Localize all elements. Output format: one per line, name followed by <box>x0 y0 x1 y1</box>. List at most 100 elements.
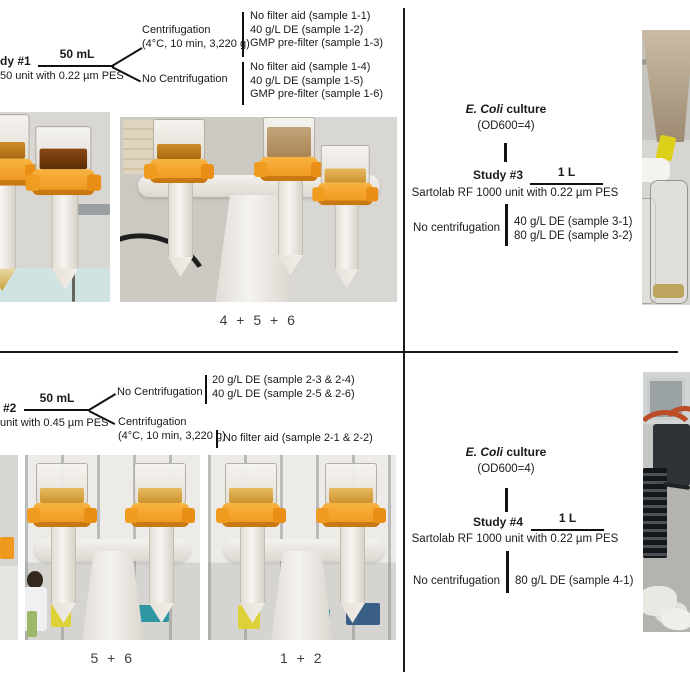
study1-branch-line-up <box>111 47 143 67</box>
study1-photo-left <box>0 112 110 302</box>
filter-unit <box>125 463 195 623</box>
sample-line: No filter aid (sample 2-1 & 2-2) <box>223 432 373 444</box>
study2-volume: 50 mL <box>39 391 75 405</box>
study3-samples: 40 g/L DE (sample 3-1) 80 g/L DE (sample… <box>514 216 632 243</box>
filter-cup <box>153 119 205 163</box>
conical-tube <box>51 527 76 603</box>
culture-liquid <box>0 142 26 159</box>
culture-liquid <box>324 168 366 183</box>
orange-clamp <box>125 503 195 527</box>
culture-liquid <box>267 127 311 157</box>
culture-rest: culture <box>503 445 547 459</box>
study1-photo-caption: 4 + 5 + 6 <box>219 312 298 328</box>
sample-line: 40 g/L DE (sample 3-1) <box>514 216 633 228</box>
filter-cup <box>320 145 370 187</box>
stand-pedestal <box>271 551 333 640</box>
study1-branch1-label: Centrifugation <box>142 24 211 36</box>
filter-unit <box>27 463 97 623</box>
study4-connector <box>505 488 508 512</box>
study1-branch1-samples: No filter aid (sample 1-1) 40 g/L DE (sa… <box>250 10 383 51</box>
study4-title: Study #4 <box>472 515 523 529</box>
orange-clamp-fragment <box>0 537 14 559</box>
study3-culture: E. Coli culture <box>401 102 611 117</box>
paper-towel <box>642 158 670 182</box>
study4-culture: E. Coli culture <box>401 445 611 460</box>
culture-liquid <box>157 144 201 159</box>
study3-condition: No centrifugation <box>413 222 500 234</box>
study1-volume: 50 mL <box>59 47 95 61</box>
conical-tube <box>51 195 79 269</box>
culture-name: E. Coli <box>465 445 503 459</box>
study3-volume-line <box>530 183 603 185</box>
sample-line: 80 g/L DE (sample 4-1) <box>515 575 634 587</box>
sample-line: GMP pre-filter (sample 1-3) <box>250 37 384 49</box>
filter-cup <box>263 117 315 161</box>
person-head <box>27 571 43 589</box>
study1-branch1-sublabel: (4°C, 10 min, 3,220 g) <box>142 38 250 50</box>
tube-tip <box>168 257 193 277</box>
study1-volume-line <box>38 65 114 67</box>
study2-branch1-label: No Centrifugation <box>117 386 203 398</box>
study2-branch2-sublabel: (4°C, 10 min, 3,220 g) <box>118 430 226 442</box>
study2-branch2-bar <box>216 430 218 448</box>
sample-line: 80 g/L DE (sample 3-2) <box>514 229 633 242</box>
study4-od: (OD600=4) <box>477 463 535 475</box>
study1-title: dy #1 <box>0 54 31 68</box>
study1-branch2-bar <box>242 62 244 105</box>
filter-unit <box>144 119 214 277</box>
filter-cup <box>325 463 377 507</box>
filter-unit <box>0 114 40 291</box>
conical-tube <box>278 181 303 255</box>
filter-unit <box>25 126 102 294</box>
study3-condition-bar <box>505 204 508 246</box>
culture-liquid <box>229 488 273 503</box>
study3-connector <box>504 143 507 162</box>
stand-pedestal <box>82 551 144 640</box>
study2-unit-label: unit with 0.45 µm PES <box>0 417 109 429</box>
filter-cup <box>36 463 88 507</box>
study2-volume-line <box>24 409 90 411</box>
study3-photo <box>642 30 690 305</box>
sample-line: 40 g/L DE (sample 1-5) <box>250 74 364 87</box>
sample-line: No filter aid (sample 1-4) <box>250 61 371 73</box>
study2-branch2-samples: No filter aid (sample 2-1 & 2-2) <box>223 432 373 446</box>
horizontal-divider <box>0 351 678 353</box>
orange-clamp <box>144 159 214 183</box>
conical-tube <box>340 527 365 603</box>
tube-tip <box>334 269 359 288</box>
orange-clamp <box>312 182 379 206</box>
study4-unit-label: Sartolab RF 1000 unit with 0.22 µm PES <box>411 533 619 545</box>
filter-unit <box>216 463 286 623</box>
filter-unit <box>254 117 324 275</box>
conical-tube <box>334 205 359 270</box>
sample-line: 40 g/L DE (sample 1-2) <box>250 23 364 36</box>
study4-volume: 1 L <box>558 511 577 525</box>
filter-unit <box>316 463 386 623</box>
study2-photo-5-6 <box>25 455 200 640</box>
study2-photo-sliver <box>0 455 18 640</box>
conical-tube <box>149 527 174 603</box>
filter-cup <box>0 114 30 164</box>
tube-tip <box>0 268 17 291</box>
filter-unit <box>312 145 379 292</box>
study2-title: #2 <box>3 401 17 415</box>
study2-photo-1-2 <box>208 455 396 640</box>
study2-branch1-samples: 20 g/L DE (sample 2-3 & 2-4) 40 g/L DE (… <box>212 374 355 401</box>
study3-title: Study #3 <box>472 168 523 182</box>
orange-clamp <box>27 503 97 527</box>
study3-unit-label: Sartolab RF 1000 unit with 0.22 µm PES <box>411 187 619 199</box>
sample-line: 20 g/L DE (sample 2-3 & 2-4) <box>212 374 355 386</box>
study3-od: (OD600=4) <box>477 120 535 132</box>
tube-tip <box>278 255 303 275</box>
filter-cup <box>225 463 277 507</box>
study2-branch1-bar <box>205 375 207 404</box>
sartolab-funnel <box>642 30 690 142</box>
study4-photo <box>643 372 690 632</box>
conical-tube <box>240 527 265 603</box>
filter-cup <box>35 126 92 174</box>
filtrate-liquid <box>653 284 684 298</box>
study2-branch-line-up <box>88 393 117 411</box>
culture-rest: culture <box>503 102 547 116</box>
glass-bottle <box>650 180 688 304</box>
